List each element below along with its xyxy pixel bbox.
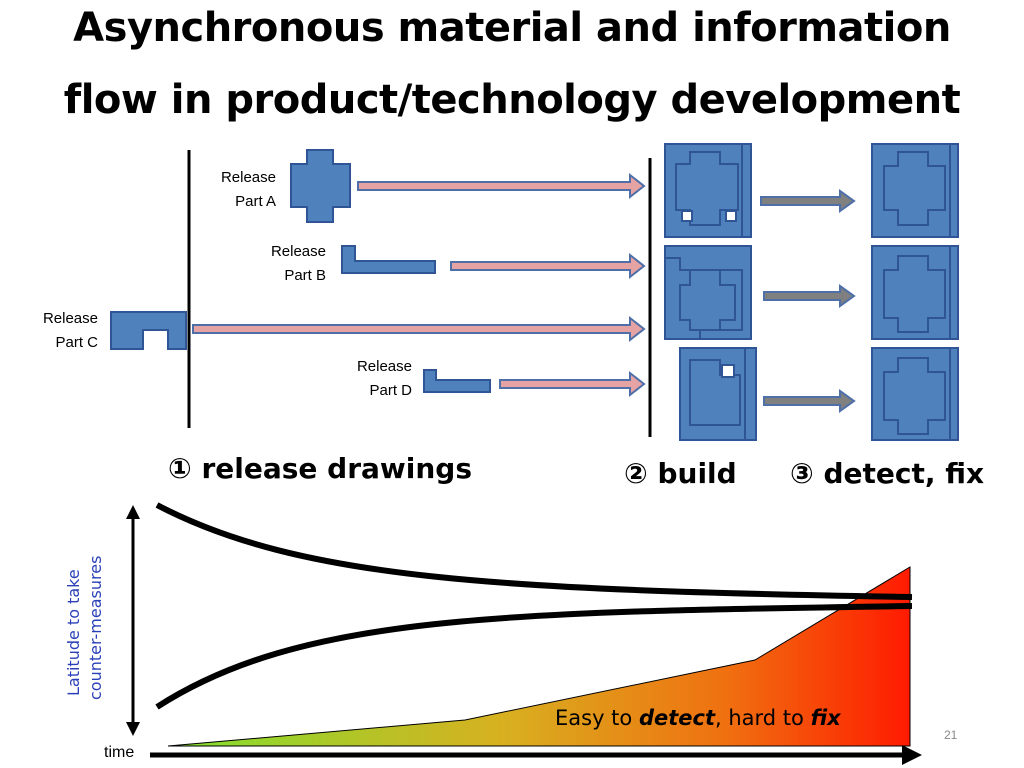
release-arrow-c <box>192 315 646 343</box>
fix-difficulty-area <box>167 566 911 747</box>
latitude-upper-curve <box>155 502 913 600</box>
release-arrow-b <box>450 252 646 280</box>
time-axis-arrowhead <box>902 745 922 765</box>
fixed-assembly-1 <box>871 143 959 238</box>
step-detect-fix: ③ detect, fix <box>790 457 984 490</box>
detect-word: detect <box>638 706 715 730</box>
part-b-shape <box>341 245 436 274</box>
step-build: ② build <box>624 457 737 490</box>
build-assembly-2 <box>664 245 752 340</box>
feedback-arrow-2 <box>763 284 856 308</box>
part-c-shape <box>110 311 187 350</box>
fixed-assembly-3 <box>871 347 959 441</box>
feedback-arrow-1 <box>760 189 856 213</box>
latitude-label-line1: Latitude to take <box>64 569 83 696</box>
time-axis-label: time <box>104 744 135 761</box>
step-3-label: detect, fix <box>823 457 985 490</box>
slide-page-number: 21 <box>944 728 958 742</box>
step-release-drawings: ① release drawings <box>168 452 472 485</box>
part-a-shape <box>290 149 351 223</box>
fixed-assembly-2 <box>871 245 959 340</box>
latitude-axis-bottom-arrowhead <box>126 722 140 736</box>
step-2-number: ② <box>624 457 648 490</box>
fix-word: fix <box>810 706 841 730</box>
latitude-label-line2: counter-measures <box>86 555 105 700</box>
latitude-lower-curve <box>155 603 913 710</box>
latitude-axis-top-arrowhead <box>126 505 140 519</box>
release-arrow-a <box>357 172 646 200</box>
part-d-shape <box>423 369 491 393</box>
build-assembly-3 <box>679 347 757 441</box>
step-3-number: ③ <box>790 457 814 490</box>
build-assembly-1 <box>664 143 752 238</box>
step-1-label: release drawings <box>201 452 473 485</box>
feedback-arrow-3 <box>763 389 856 413</box>
latitude-axis-label: Latitude to take counter-measures <box>62 508 132 708</box>
step-1-number: ① <box>168 452 192 485</box>
release-arrow-d <box>499 370 646 398</box>
detect-fix-caption: Easy to detect, hard to fix <box>555 706 841 730</box>
slide-title-line1: Asynchronous material and information <box>73 5 951 51</box>
step-2-label: build <box>657 457 737 490</box>
slide-title-line2: flow in product/technology development <box>63 77 961 123</box>
